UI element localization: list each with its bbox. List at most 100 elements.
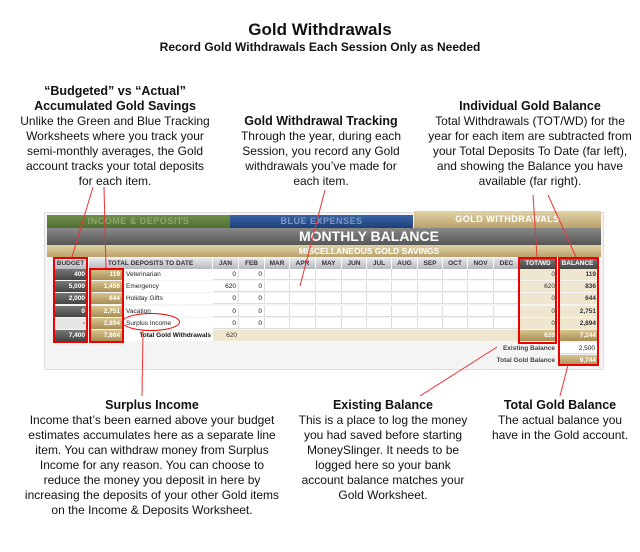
note-body: The actual balance you have in the Gold … — [491, 413, 629, 442]
month-input[interactable] — [290, 317, 316, 329]
note-existing: Existing Balance This is a place to log … — [298, 398, 468, 503]
note-surplus: Surplus Income Income that’s been earned… — [22, 398, 282, 518]
month-input[interactable] — [392, 269, 418, 280]
month-input[interactable] — [468, 269, 494, 280]
month-input[interactable] — [392, 317, 418, 329]
month-input[interactable]: 620 — [213, 281, 239, 293]
highlight-balance — [558, 257, 599, 366]
month-input[interactable] — [342, 269, 367, 280]
total-month — [468, 330, 494, 341]
note-heading: Total Gold Balance — [503, 398, 617, 412]
total-month — [342, 330, 367, 341]
balance-cell: 644 — [559, 293, 598, 305]
month-input[interactable] — [468, 281, 494, 293]
month-input[interactable] — [290, 305, 316, 317]
total-month — [392, 330, 418, 341]
month-input[interactable]: 0 — [239, 281, 265, 293]
month-input[interactable] — [418, 305, 443, 317]
month-input[interactable] — [418, 317, 443, 329]
month-input[interactable] — [367, 293, 392, 305]
month-input[interactable]: 0 — [239, 269, 265, 280]
month-input[interactable] — [443, 269, 468, 280]
budget-cell: 0 — [55, 305, 87, 317]
month-input[interactable] — [265, 281, 290, 293]
total-balance: 7,244 — [559, 330, 598, 341]
totwd-cell: 0 — [520, 269, 557, 280]
header-deposits: TOTAL DEPOSITS TO DATE — [89, 258, 213, 269]
header-oct: OCT — [443, 258, 468, 269]
month-input[interactable] — [418, 293, 443, 305]
header-may: MAY — [316, 258, 342, 269]
header-jun: JUN — [342, 258, 367, 269]
header-feb: FEB — [239, 258, 265, 269]
item-label: Holiday Gifts — [124, 293, 213, 305]
note-heading: Accumulated Gold Savings — [34, 99, 196, 113]
total-deposits: 7,864 — [91, 330, 122, 341]
total-month — [265, 330, 290, 341]
month-input[interactable] — [367, 269, 392, 280]
month-input[interactable] — [342, 293, 367, 305]
note-body: Through the year, during each Session, y… — [240, 129, 402, 188]
month-input[interactable] — [392, 281, 418, 293]
budget-cell: 2,000 — [55, 293, 87, 305]
month-input[interactable] — [316, 281, 342, 293]
existing-balance-label: Existing Balance — [502, 345, 555, 352]
month-input[interactable] — [265, 317, 290, 329]
month-input[interactable]: 0 — [213, 317, 239, 329]
month-input[interactable] — [367, 305, 392, 317]
month-input[interactable]: 0 — [239, 293, 265, 305]
month-input[interactable] — [443, 293, 468, 305]
month-input[interactable]: 0 — [213, 305, 239, 317]
month-input[interactable] — [468, 317, 494, 329]
totwd-cell: 0 — [520, 317, 557, 329]
month-input[interactable] — [392, 305, 418, 317]
deposits-cell: 644 — [91, 293, 122, 305]
month-input[interactable] — [367, 317, 392, 329]
totwd-cell: 0 — [520, 305, 557, 317]
item-label: Vacation — [124, 305, 213, 317]
tab-income-deposits[interactable]: INCOME & DEPOSITS — [47, 215, 230, 228]
month-input[interactable]: 0 — [213, 269, 239, 280]
header-apr: APR — [290, 258, 316, 269]
tab-gold-withdrawals[interactable]: GOLD WITHDRAWALS — [414, 211, 601, 228]
month-input[interactable] — [265, 293, 290, 305]
total-month — [418, 330, 443, 341]
month-input[interactable] — [392, 293, 418, 305]
total-gold-balance-value: 9,744 — [559, 355, 598, 366]
month-input[interactable] — [468, 293, 494, 305]
total-month — [367, 330, 392, 341]
total-month — [443, 330, 468, 341]
header-sep: SEP — [418, 258, 443, 269]
note-heading: Gold Withdrawal Tracking — [244, 114, 398, 128]
month-input[interactable] — [342, 305, 367, 317]
month-input[interactable]: 0 — [213, 293, 239, 305]
deposits-cell: 119 — [91, 269, 122, 280]
month-input[interactable] — [443, 317, 468, 329]
note-body: Total Withdrawals (TOT/WD) for the year … — [428, 114, 632, 188]
tab-blue-expenses[interactable]: BLUE EXPENSES — [230, 215, 413, 228]
month-input[interactable] — [316, 293, 342, 305]
total-label: Total Gold Withdrawals — [124, 330, 213, 341]
deposits-cell: 2,751 — [91, 305, 122, 317]
month-input[interactable] — [443, 281, 468, 293]
month-input[interactable] — [316, 305, 342, 317]
month-input[interactable]: 0 — [239, 317, 265, 329]
month-input[interactable] — [443, 305, 468, 317]
month-input[interactable] — [342, 281, 367, 293]
month-input[interactable] — [342, 317, 367, 329]
month-input[interactable] — [316, 269, 342, 280]
month-input[interactable] — [367, 281, 392, 293]
month-input[interactable]: 0 — [239, 305, 265, 317]
month-input[interactable] — [468, 305, 494, 317]
month-input[interactable] — [265, 269, 290, 280]
totwd-cell: 620 — [520, 281, 557, 293]
note-body: This is a place to log the money you had… — [298, 413, 468, 502]
month-input[interactable] — [316, 317, 342, 329]
month-input[interactable] — [418, 281, 443, 293]
balance-cell: 2,751 — [559, 305, 598, 317]
month-input[interactable] — [418, 269, 443, 280]
month-input[interactable] — [290, 293, 316, 305]
month-input[interactable] — [290, 281, 316, 293]
month-input[interactable] — [265, 305, 290, 317]
